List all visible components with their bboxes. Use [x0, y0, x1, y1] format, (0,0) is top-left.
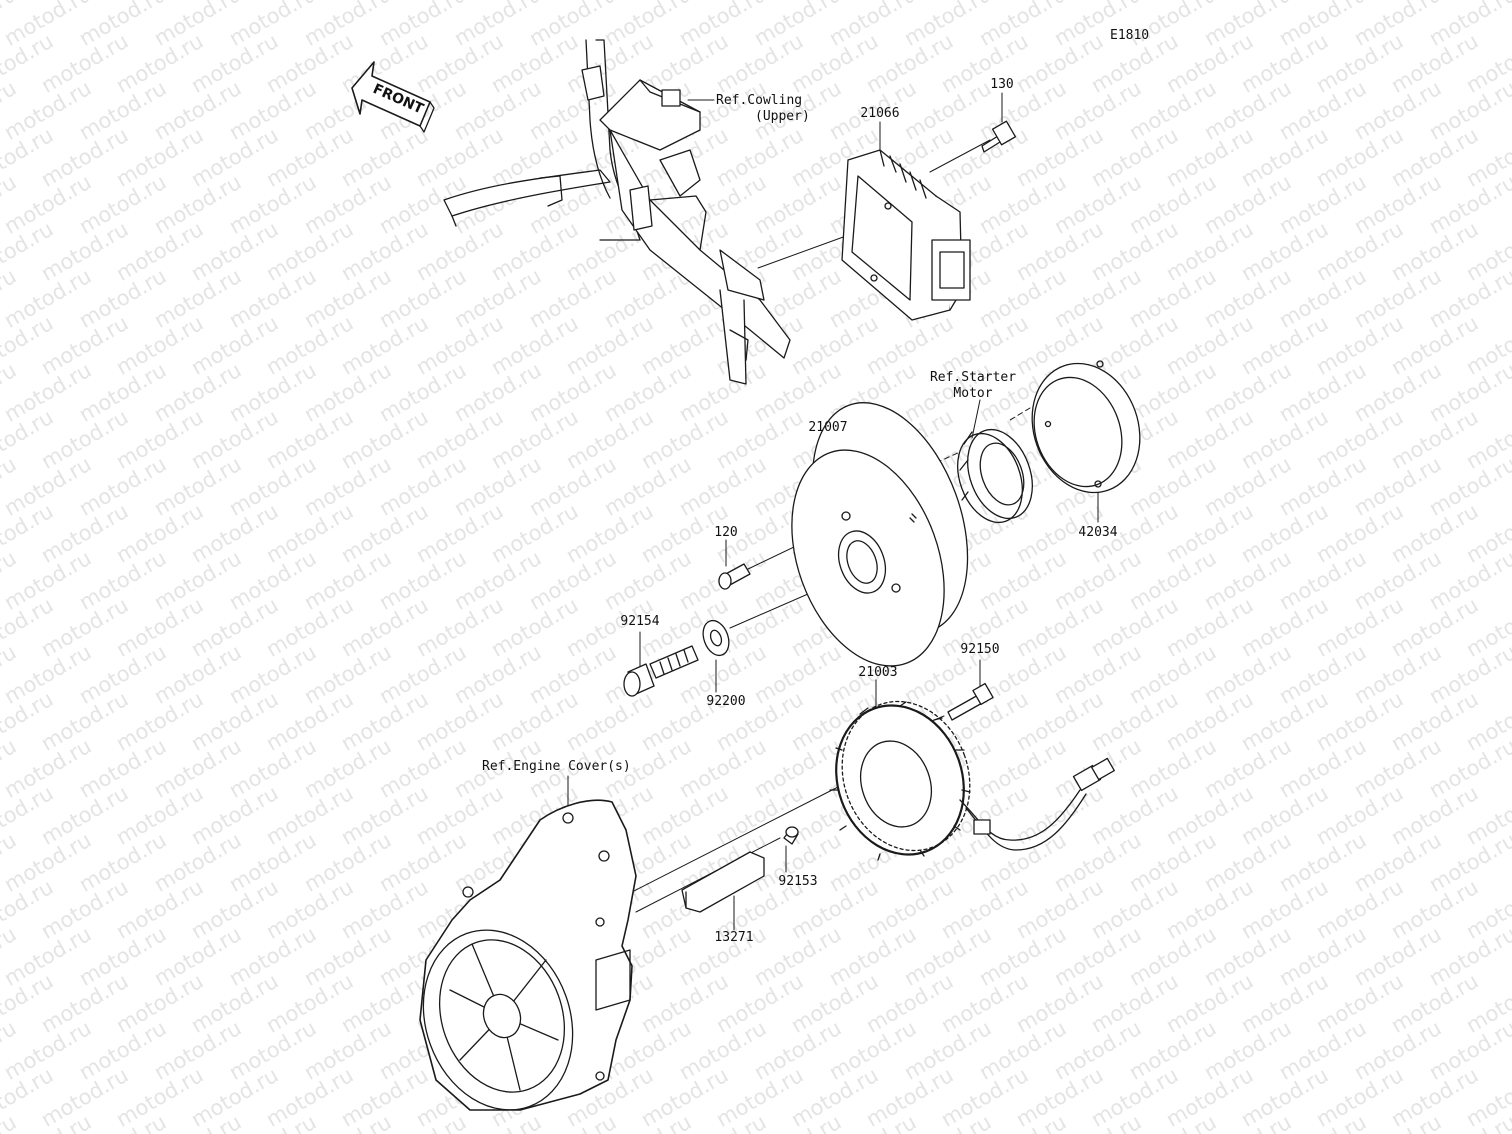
- ref-engine-cover-label: Ref.Engine Cover(s): [482, 759, 631, 774]
- screw-92153: [783, 826, 799, 845]
- bolt-130: [981, 120, 1017, 153]
- part-number-92153: 92153: [778, 874, 818, 889]
- part-number-42034: 42034: [1078, 525, 1118, 540]
- bolt-120: [718, 563, 751, 590]
- part-number-21066: 21066: [860, 106, 900, 121]
- bolt-92150: [947, 682, 994, 721]
- part-number-92154: 92154: [620, 614, 660, 629]
- part-number-92150: 92150: [960, 642, 1000, 657]
- ref-starter-label-2: Motor: [953, 386, 993, 401]
- stator-21003: [829, 700, 1115, 861]
- ref-starter-label: Ref.Starter: [929, 370, 1017, 385]
- bolt-92154: [623, 645, 699, 697]
- part-number-130: 130: [990, 77, 1014, 92]
- front-arrow-icon: FRONT: [351, 61, 435, 133]
- rotor-21007: [791, 402, 969, 667]
- diagram-code: E1810: [1110, 28, 1150, 43]
- regulator-21066: [841, 149, 971, 321]
- part-number-92200: 92200: [706, 694, 746, 709]
- ref-cowling-label-2: (Upper): [755, 109, 810, 124]
- plate-13271: [681, 851, 765, 913]
- engine-cover: [419, 799, 637, 1111]
- part-number-120: 120: [714, 525, 738, 540]
- part-number-21003: 21003: [858, 665, 898, 680]
- cover-42034: [1031, 360, 1141, 494]
- frame-bracket: [443, 39, 791, 385]
- washer-92200: [702, 619, 730, 657]
- ref-cowling-label: Ref.Cowling: [716, 93, 803, 108]
- starter-clutch: [957, 428, 1033, 524]
- part-number-21007: 21007: [808, 420, 848, 435]
- part-number-13271: 13271: [714, 930, 754, 945]
